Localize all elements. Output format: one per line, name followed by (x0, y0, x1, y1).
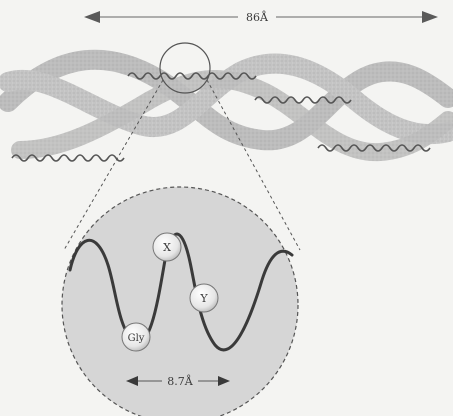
bottom-dimension-label: 8.7Å (167, 374, 193, 388)
residue-x: X (153, 233, 181, 261)
arrowhead-right (422, 11, 438, 23)
residue-y: Y (190, 284, 218, 312)
residue-x-label: X (163, 241, 171, 254)
residue-gly: Gly (122, 323, 150, 351)
arrowhead-left (84, 11, 100, 23)
residue-y-label: Y (199, 292, 208, 305)
top-dimension-arrow: 86Å (84, 10, 438, 24)
top-dimension-label: 86Å (246, 10, 269, 24)
residue-gly-label: Gly (128, 333, 145, 344)
